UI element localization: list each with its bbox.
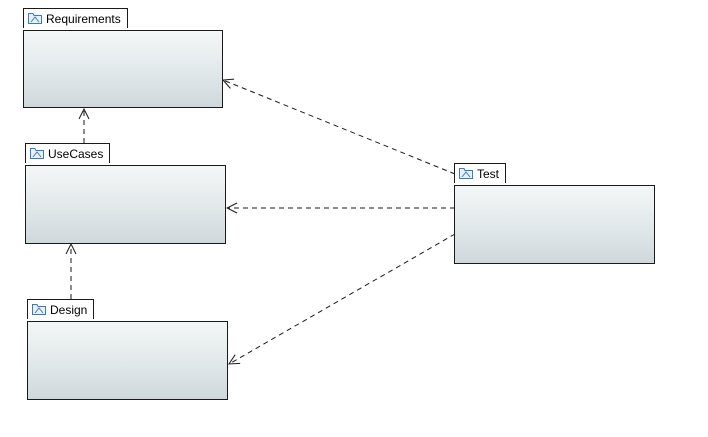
package-usecases-name: UseCases	[48, 146, 104, 161]
package-design-tab[interactable]: Design	[27, 299, 95, 319]
package-icon	[30, 148, 44, 159]
package-icon	[28, 13, 42, 24]
package-test[interactable]: Test	[454, 163, 655, 264]
package-usecases-tab[interactable]: UseCases	[25, 143, 111, 163]
package-design-name: Design	[50, 302, 88, 317]
package-usecases[interactable]: UseCases	[25, 143, 226, 244]
package-test-body[interactable]	[454, 185, 655, 264]
package-test-tab[interactable]: Test	[454, 163, 507, 183]
package-requirements-tab[interactable]: Requirements	[23, 8, 128, 28]
package-requirements-name: Requirements	[46, 11, 121, 26]
package-usecases-body[interactable]	[25, 165, 226, 244]
package-requirements-body[interactable]	[23, 30, 223, 108]
dependency-test-to-requirements[interactable]	[223, 80, 456, 175]
package-requirements[interactable]: Requirements	[23, 8, 223, 108]
package-icon	[459, 168, 473, 179]
dependency-test-to-design[interactable]	[229, 233, 456, 364]
package-design[interactable]: Design	[27, 299, 228, 400]
package-design-body[interactable]	[27, 321, 228, 400]
package-icon	[32, 304, 46, 315]
package-test-name: Test	[477, 166, 500, 181]
